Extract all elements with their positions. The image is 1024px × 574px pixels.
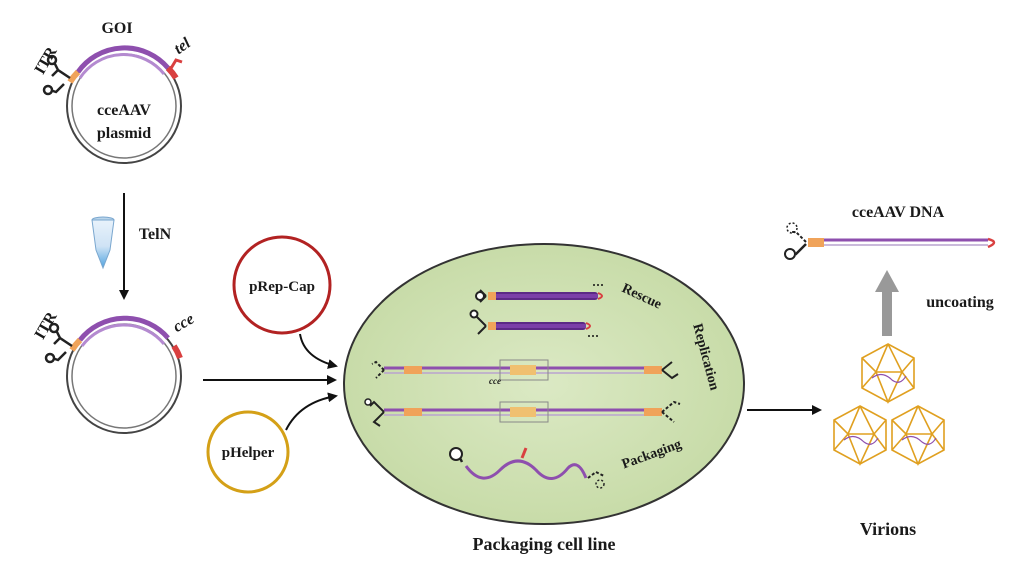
cce-small-label: cce	[489, 376, 501, 386]
tel-segment	[165, 65, 179, 80]
rescue-dna	[469, 284, 603, 337]
virions-label: Virions	[860, 519, 916, 539]
uncoating-arrow	[875, 270, 899, 336]
phelper-arrow	[285, 392, 338, 431]
prep-cap-arrow	[299, 333, 338, 369]
cceaav-dna-label: cceAAV DNA	[852, 204, 945, 221]
virions-cluster	[833, 343, 945, 467]
goi-label: GOI	[101, 20, 132, 37]
cut-plasmid	[44, 315, 183, 434]
packaging-cell-line-label: Packaging cell line	[473, 534, 616, 554]
cce-segment	[171, 344, 183, 360]
itr-hairpin-top	[42, 54, 71, 96]
phelper-label: pHelper	[222, 445, 275, 461]
tel-label: tel	[171, 34, 194, 57]
uncoating-label: uncoating	[926, 294, 994, 311]
goi-segment	[75, 45, 170, 74]
tube-icon	[91, 216, 115, 270]
tel-hairpin	[168, 58, 183, 71]
itr-hairpin-bottom	[44, 322, 73, 364]
packaging-dna	[449, 447, 605, 489]
replication-dna	[364, 359, 681, 427]
teln-label: TelN	[139, 226, 172, 243]
phelper-plasmid	[206, 410, 290, 494]
plasmid-name-line1: cceAAV	[97, 102, 151, 119]
packaging-cell	[343, 243, 745, 525]
prep-cap-plasmid	[232, 235, 332, 335]
cce-label: cce	[170, 310, 197, 335]
cceaav-dna-molecule	[784, 222, 996, 260]
prep-cap-label: pRep-Cap	[249, 279, 315, 295]
cceaav-plasmid	[42, 45, 183, 164]
virion-genomes	[843, 373, 937, 445]
plasmid-name-line2: plasmid	[97, 125, 151, 142]
